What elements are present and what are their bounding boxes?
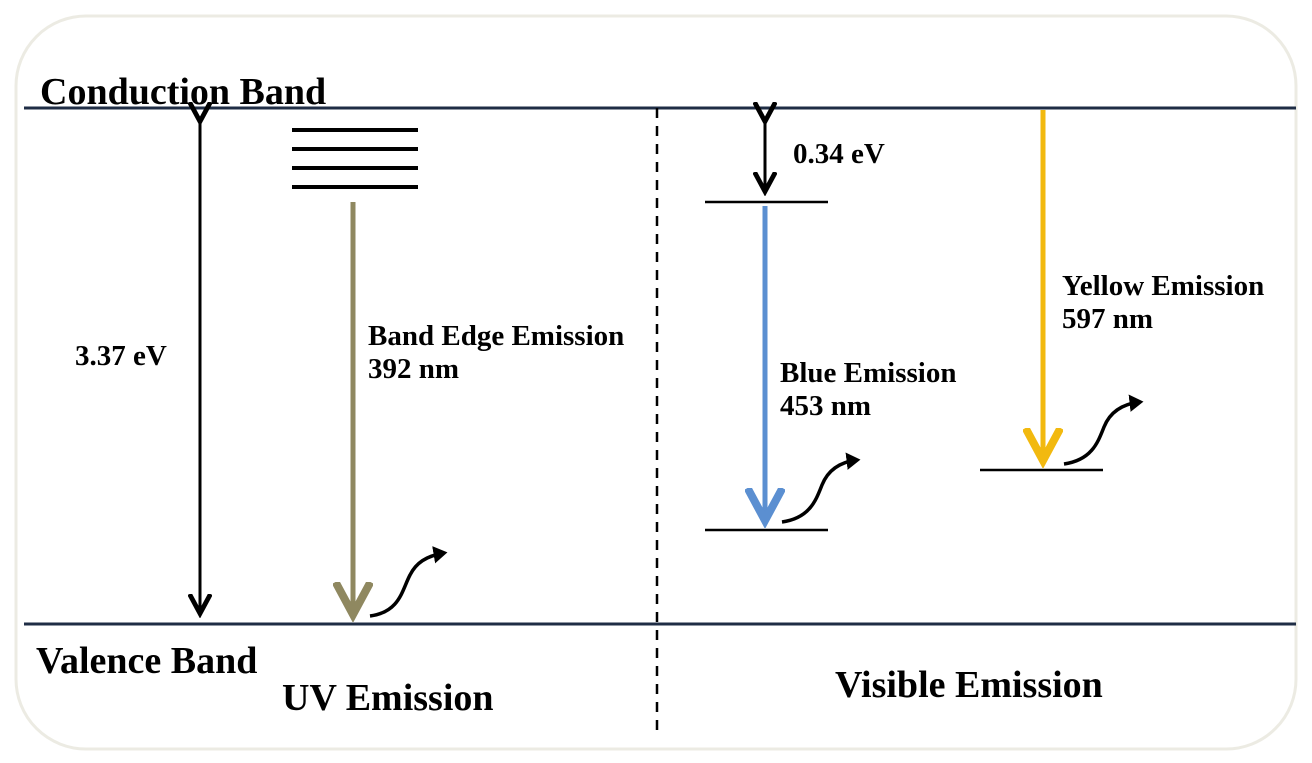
- band-edge-emission-label: Band Edge Emission 392 nm: [368, 320, 624, 387]
- yellow-photon-icon: [1063, 394, 1144, 466]
- band-gap-label: 3.37 eV: [75, 340, 167, 372]
- defect-depth-label: 0.34 eV: [793, 138, 885, 170]
- band-edge-emission-name: Band Edge Emission: [368, 320, 625, 352]
- blue-emission-label: Blue Emission 453 nm: [780, 357, 956, 424]
- uv-photon-icon: [369, 546, 448, 618]
- blue-emission-wavelength: 453 nm: [780, 390, 872, 423]
- band-edge-emission-wavelength: 392 nm: [368, 353, 460, 386]
- uv-region-label: UV Emission: [282, 677, 494, 719]
- exciton-levels: [292, 128, 418, 189]
- blue-photon-icon: [781, 452, 861, 524]
- visible-region-label: Visible Emission: [835, 664, 1103, 706]
- diagram-frame: [14, 14, 1298, 751]
- yellow-emission-wavelength: 597 nm: [1062, 303, 1154, 336]
- conduction-band-label: Conduction Band: [40, 71, 327, 113]
- blue-emission-name: Blue Emission: [780, 357, 957, 389]
- yellow-emission-label: Yellow Emission 597 nm: [1062, 270, 1264, 337]
- yellow-emission-name: Yellow Emission: [1062, 270, 1265, 302]
- valence-band-label: Valence Band: [36, 640, 258, 682]
